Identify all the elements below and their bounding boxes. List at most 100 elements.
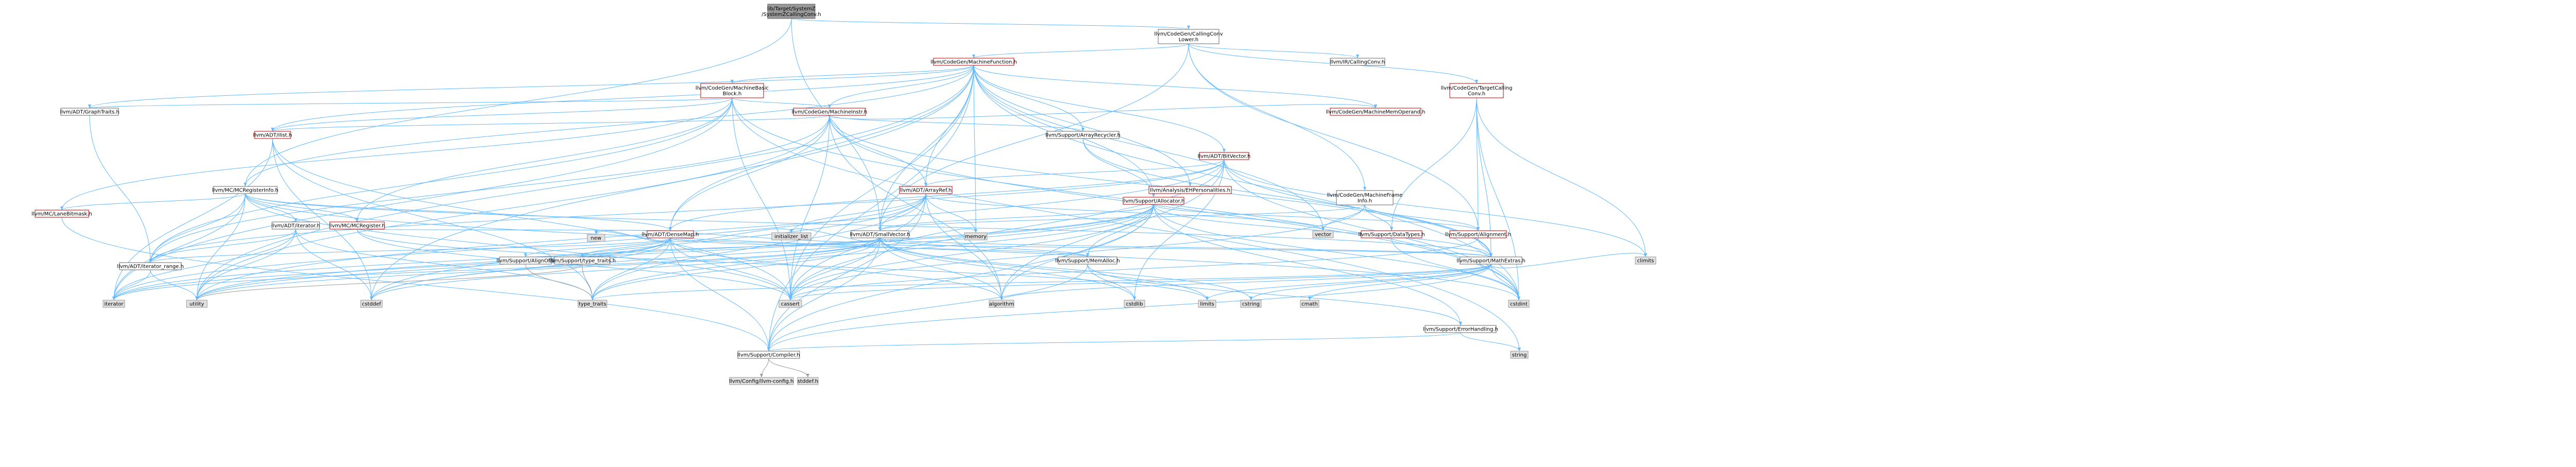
node-string: string (1510, 351, 1529, 359)
include-edge-ilist-to-typetraits (272, 138, 594, 301)
include-edge-mi-to-utility (195, 115, 830, 301)
node-label: Lower.h (1179, 37, 1199, 43)
include-edge-svec-to-cstddef (370, 237, 880, 301)
node-utility: utility (186, 300, 208, 308)
include-edge-mi-to-aref (829, 115, 927, 187)
include-edge-iter-to-typetraits (295, 229, 594, 301)
node-llvm-codegen-machinefunction-h[interactable]: llvm/CodeGen/MachineFunction.h (930, 58, 1017, 66)
node-llvm-mc-mcregisterinfo-h[interactable]: llvm/MC/MCRegisterInfo.h (212, 186, 279, 194)
node-llvm-adt-ilist-h[interactable]: llvm/ADT/ilist.h (253, 131, 292, 139)
node-box (778, 300, 802, 308)
include-edge-svec-to-limits (879, 237, 1209, 301)
node-llvm-adt-iterator-range-h[interactable]: llvm/ADT/iterator_range.h (117, 262, 184, 270)
node-label: llvm/Config/llvm-config.h (730, 379, 794, 385)
include-edge-aof-to-typetraits (525, 264, 594, 301)
node-llvm-support-type-traits-h[interactable]: llvm/Support/type_traits.h (549, 256, 616, 265)
node-llvm-support-alignof-h[interactable]: llvm/Support/AlignOf.h (497, 256, 555, 265)
node-llvm-mc-lanebitmask-h[interactable]: llvm/MC/LaneBitmask.h (31, 210, 92, 218)
include-edge-dmap-to-cassert (670, 237, 792, 301)
node-box (1240, 300, 1262, 308)
include-edge-align-to-cassert (789, 237, 1479, 301)
node-box (933, 58, 1014, 66)
node-box (1123, 197, 1184, 205)
node-label: llvm/Support/ErrorHandling.h (1423, 327, 1498, 333)
include-edge-memalloc-to-comp (767, 264, 1088, 352)
include-edge-mbb-to-laneb (60, 97, 733, 211)
node-llvm-ir-callingconv-h[interactable]: llvm/IR/CallingConv.h (1330, 58, 1385, 66)
node-label: /SystemZCallingConv.h (761, 12, 821, 18)
node-label: llvm/ADT/SmallVector.h (850, 232, 910, 238)
include-edge-ar-to-alloc (1082, 138, 1155, 198)
include-edge-aref-to-typetraits (591, 193, 926, 301)
include-edge-mf-to-mi (828, 65, 974, 109)
node-llvm-adt-arrayref-h[interactable]: llvm/ADT/ArrayRef.h (899, 186, 953, 194)
node-cassert: cassert (778, 300, 802, 308)
include-edge-mathx-to-cstdint (1490, 264, 1520, 301)
node-label: Conv.h (1468, 91, 1485, 97)
include-edge-mci-to-iterr (149, 193, 246, 263)
include-edge-comp-to-stddef (768, 358, 809, 378)
node-label: llvm/Support/MemAlloc.h (1055, 258, 1120, 264)
node-memory: memory (964, 232, 988, 240)
node-label: llvm/Analysis/EHPersonalities.h (1150, 188, 1230, 194)
node-iterator: iterator (103, 300, 125, 308)
include-edge-mi-to-mmo (829, 104, 1377, 119)
node-llvm-codegen-machineinstr-h[interactable]: llvm/CodeGen/MachineInstr.h (792, 108, 868, 116)
node-box (1361, 230, 1422, 238)
include-edge-eh-to-string (1460, 332, 1521, 352)
node-vector: vector (1312, 230, 1334, 238)
node-box (329, 221, 385, 230)
include-edge-mcreg-to-cassert (357, 229, 792, 301)
node-llvm-support-errorhandling-h[interactable]: llvm/Support/ErrorHandling.h (1423, 325, 1498, 333)
include-edge-mcreg-to-limits (357, 229, 1209, 301)
node-label: llvm/ADT/ilist.h (253, 133, 292, 139)
include-edge-alloc-to-typetraits (591, 204, 1154, 301)
node-llvm-support-arrayrecycler-h[interactable]: llvm/Support/ArrayRecycler.h (1045, 131, 1121, 139)
node-llvm-support-datatypes-h[interactable]: llvm/Support/DataTypes.h (1358, 230, 1425, 238)
node-label: llvm/ADT/ArrayRef.h (900, 188, 952, 194)
node-type-traits: type_traits (578, 300, 607, 308)
node-llvm-adt-iterator-h[interactable]: llvm/ADT/iterator.h (272, 221, 320, 230)
node-label: lib/Target/SystemZ (767, 6, 816, 12)
node-label: cstdint (1510, 302, 1528, 307)
node-llvm-adt-densemap-h[interactable]: llvm/ADT/DenseMap.h (642, 230, 699, 238)
include-edge-mf-to-mbb (731, 65, 974, 84)
node-label: llvm/CodeGen/MachineFrame (1327, 193, 1403, 198)
include-edge-ccl-to-svec (878, 43, 1189, 231)
node-box (1312, 230, 1334, 238)
node-box (186, 300, 208, 308)
node-label: llvm/Support/AlignOf.h (497, 258, 555, 264)
node-llvm-adt-graphtraits-h[interactable]: llvm/ADT/GraphTraits.h (60, 108, 120, 116)
node-label: memory (965, 234, 987, 240)
node-lib-target-systemz-systemzcallingconv-h[interactable]: lib/Target/SystemZ/SystemZCallingConv.h (761, 4, 821, 19)
include-edge-mf-to-comp (767, 65, 974, 352)
node-llvm-analysis-ehpersonalities-h[interactable]: llvm/Analysis/EHPersonalities.h (1148, 186, 1232, 194)
node-llvm-adt-smallvector-h[interactable]: llvm/ADT/SmallVector.h (850, 230, 910, 238)
node-box (1449, 83, 1504, 98)
node-label: llvm/Support/Compiler.h (737, 353, 800, 358)
node-llvm-support-allocator-h[interactable]: llvm/Support/Allocator.h (1123, 197, 1184, 205)
include-edge-mbb-to-string (732, 97, 1521, 352)
node-box (797, 377, 819, 385)
node-cstdint: cstdint (1508, 300, 1530, 308)
include-edge-root-to-ccl (791, 18, 1190, 30)
node-box (35, 210, 89, 218)
node-box (1460, 256, 1522, 265)
node-llvm-support-compiler-h[interactable]: llvm/Support/Compiler.h (737, 351, 800, 359)
node-llvm-support-alignment-h[interactable]: llvm/Support/Alignment.h (1445, 230, 1511, 238)
node-llvm-mc-mcregister-h[interactable]: llvm/MC/MCRegister.h (329, 221, 385, 230)
node-llvm-codegen-machinememoperand-h[interactable]: llvm/CodeGen/MachineMemOperand.h (1326, 108, 1426, 116)
node-llvm-support-mathextras-h[interactable]: llvm/Support/MathExtras.h (1456, 256, 1526, 265)
node-llvm-adt-bitvector-h[interactable]: llvm/ADT/BitVector.h (1198, 152, 1251, 160)
node-label: llvm/ADT/BitVector.h (1198, 154, 1251, 160)
node-label: Info.h (1358, 198, 1372, 204)
node-box (1425, 325, 1497, 333)
node-box (554, 256, 611, 265)
node-label: llvm/Support/Allocator.h (1123, 199, 1184, 204)
include-edge-alloc-to-align (1153, 204, 1480, 231)
node-llvm-support-memalloc-h[interactable]: llvm/Support/MemAlloc.h (1055, 256, 1120, 265)
